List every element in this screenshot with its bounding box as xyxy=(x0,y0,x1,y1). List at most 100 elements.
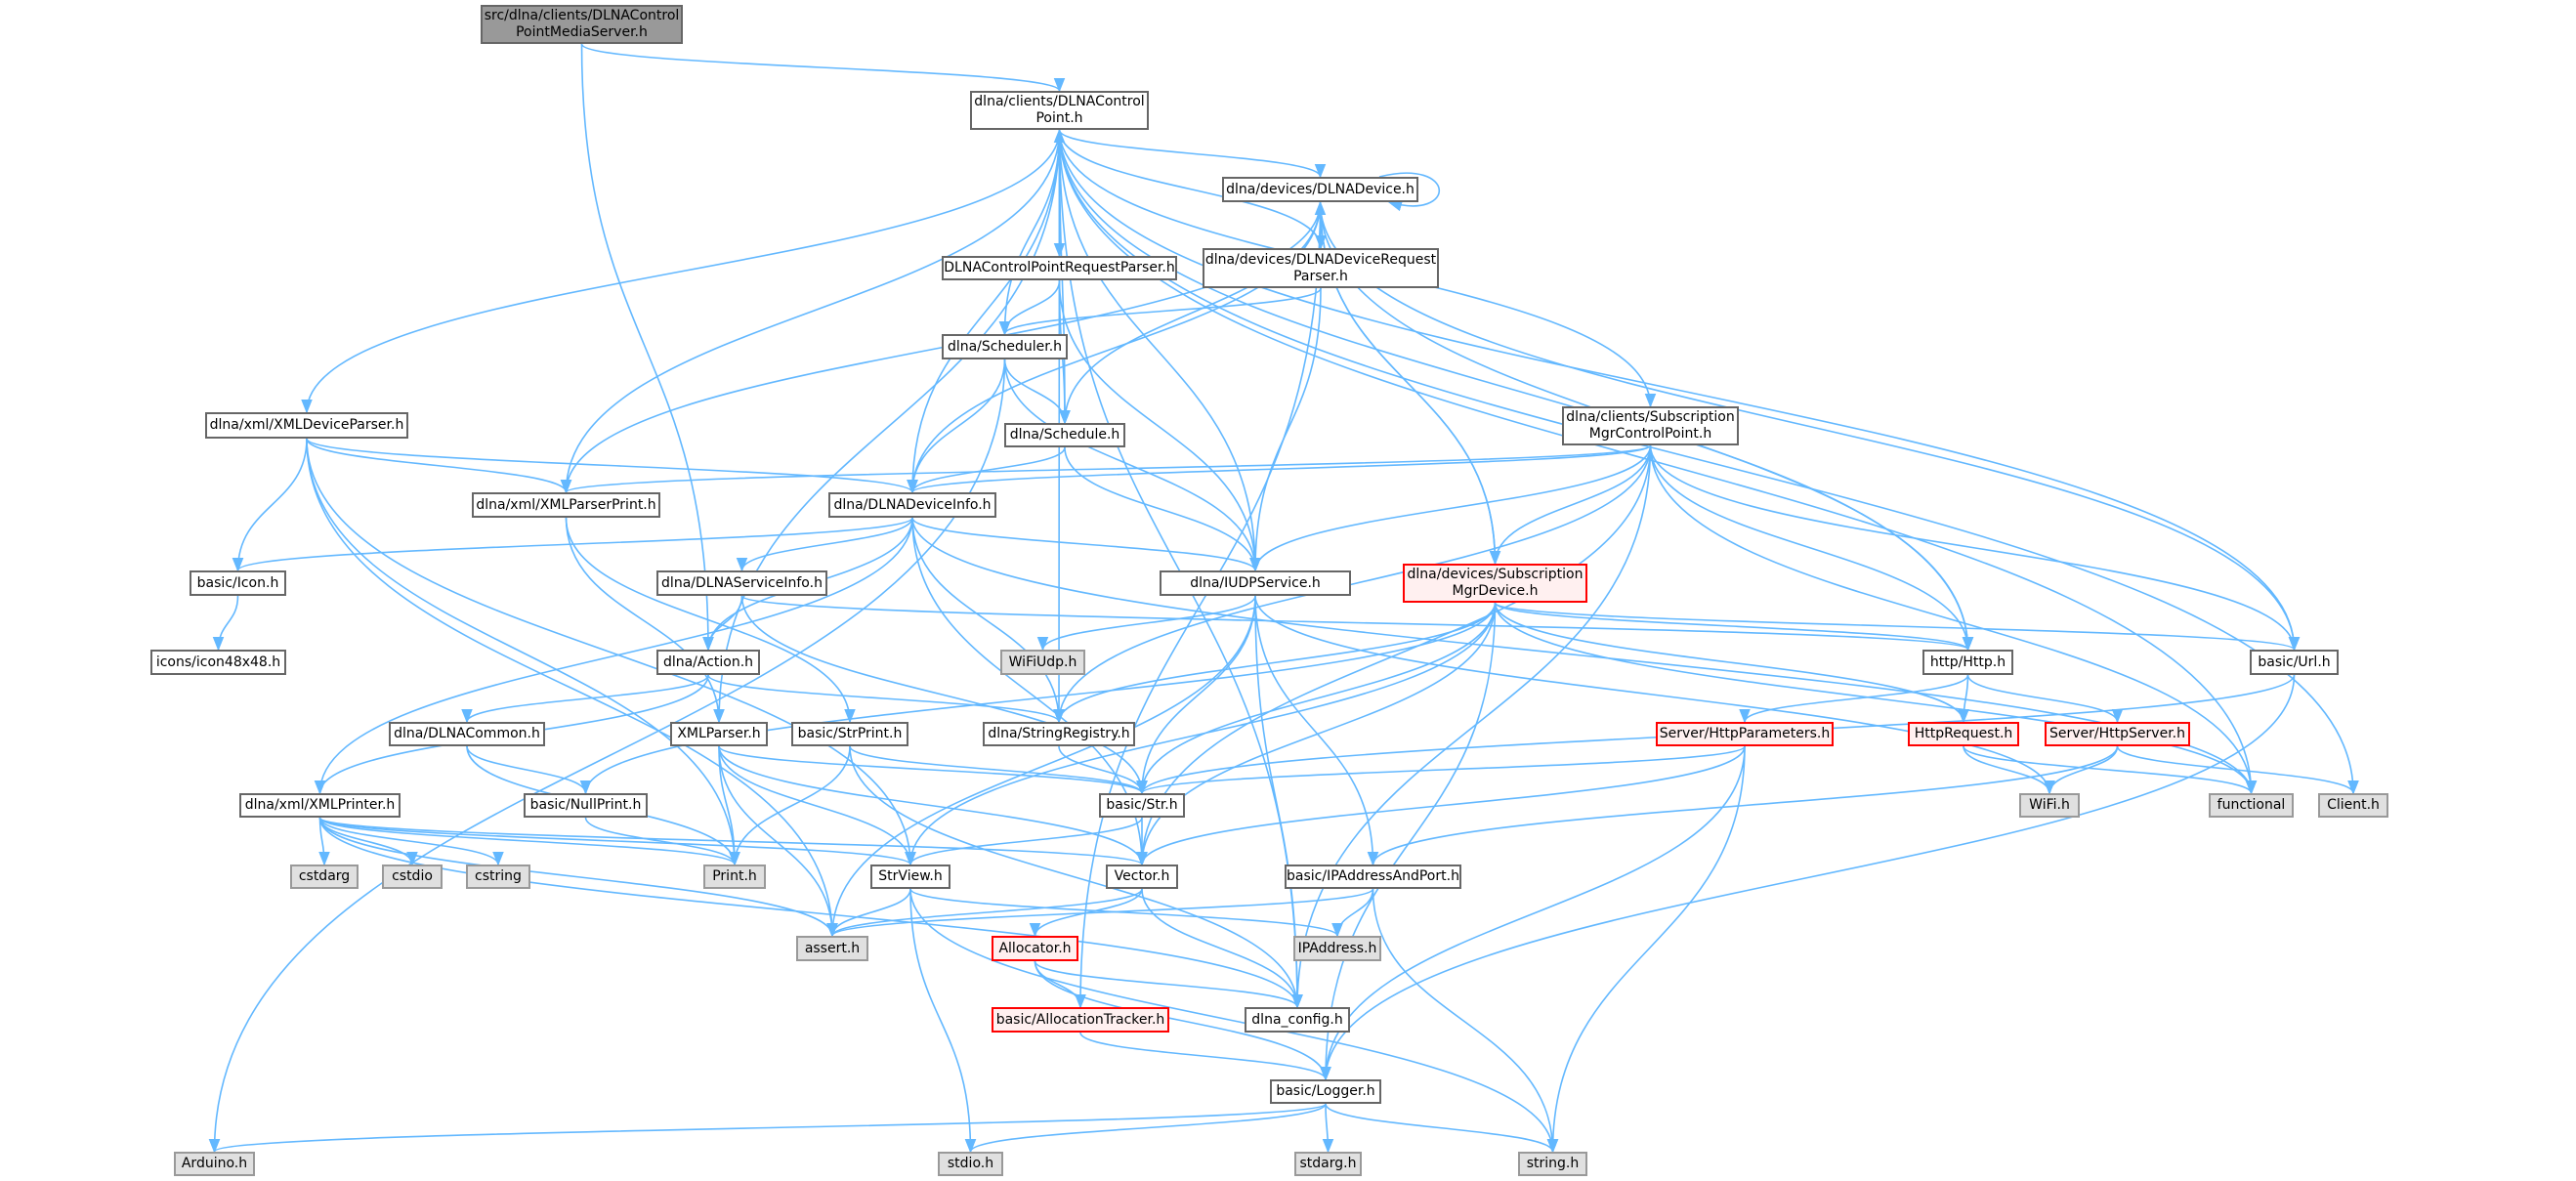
node-cstdio[interactable]: cstdio xyxy=(382,865,443,889)
node-cprp[interactable]: DLNAControlPointRequestParser.h xyxy=(942,256,1177,280)
edge-ipport-to-ipaddress xyxy=(1331,888,1374,938)
node-logger[interactable]: basic/Logger.h xyxy=(1270,1079,1381,1104)
node-assert[interactable]: assert.h xyxy=(796,936,868,961)
node-ipaddress[interactable]: IPAddress.h xyxy=(1293,936,1381,961)
node-drp[interactable]: dlna/devices/DLNADeviceRequest Parser.h xyxy=(1203,248,1439,288)
edge-cp-to-xpp xyxy=(560,129,1061,494)
edge-xmlprinter-to-print xyxy=(318,817,740,866)
edge-smd-to-nullprint xyxy=(579,602,1497,795)
edge-smd-to-str xyxy=(1136,602,1497,795)
edge-iudp-to-str xyxy=(1136,595,1256,795)
edge-url-to-logger xyxy=(1320,674,2296,1081)
node-dlnaconfig[interactable]: dlna_config.h xyxy=(1245,1007,1350,1033)
node-scheduler[interactable]: dlna/Scheduler.h xyxy=(942,334,1068,359)
edge-xmlprinter-to-assert xyxy=(318,817,838,938)
edge-vector-to-assert xyxy=(826,888,1143,938)
edge-cprp-to-iudp xyxy=(1058,279,1261,572)
edge-cp-to-dinfo xyxy=(907,129,1061,494)
node-alloctracker[interactable]: basic/AllocationTracker.h xyxy=(992,1007,1169,1033)
edge-scheduler-to-arduino xyxy=(208,359,1006,1154)
edge-drp-to-iudp xyxy=(1249,287,1322,572)
node-url[interactable]: basic/Url.h xyxy=(2250,650,2339,675)
node-iudp[interactable]: dlna/IUDPService.h xyxy=(1160,570,1351,596)
edge-dev-to-schedule xyxy=(1059,201,1322,425)
edge-logger-to-stdio xyxy=(964,1103,1327,1154)
edge-dcommon-to-nullprint xyxy=(466,745,592,795)
edge-smcp-to-dlnaconfig xyxy=(1291,444,1652,1009)
node-wifi[interactable]: WiFi.h xyxy=(2019,793,2080,818)
node-print[interactable]: Print.h xyxy=(703,865,766,889)
node-label: cstdarg xyxy=(298,868,351,884)
node-label: IPAddress.h xyxy=(1297,940,1377,956)
edge-xmlprinter-to-cstring xyxy=(318,817,504,866)
edge-xmlparser-to-str xyxy=(718,745,1148,795)
node-src[interactable]: src/dlna/clients/DLNAControl PointMediaS… xyxy=(481,5,683,44)
edge-iudp-to-wifiudp xyxy=(1036,595,1256,652)
node-str[interactable]: basic/Str.h xyxy=(1099,793,1185,818)
edge-iudp-to-wifi xyxy=(1254,595,2055,795)
node-label: basic/Url.h xyxy=(2258,654,2331,670)
node-client[interactable]: Client.h xyxy=(2318,793,2388,818)
node-action[interactable]: dlna/Action.h xyxy=(656,650,760,675)
node-httpserver[interactable]: Server/HttpServer.h xyxy=(2045,722,2190,746)
node-cstdarg[interactable]: cstdarg xyxy=(290,865,359,889)
node-strreg[interactable]: dlna/StringRegistry.h xyxy=(983,722,1135,746)
edge-cp-to-xdp xyxy=(301,129,1061,414)
node-cp[interactable]: dlna/clients/DLNAControl Point.h xyxy=(970,91,1149,130)
node-xdp[interactable]: dlna/xml/XMLDeviceParser.h xyxy=(205,412,408,439)
node-string[interactable]: string.h xyxy=(1518,1152,1587,1176)
node-dcommon[interactable]: dlna/DLNACommon.h xyxy=(389,722,545,746)
node-strprint[interactable]: basic/StrPrint.h xyxy=(791,722,908,746)
edge-smcp-to-functional xyxy=(1649,444,2258,795)
node-strview[interactable]: StrView.h xyxy=(870,865,950,889)
node-label: basic/Str.h xyxy=(1106,797,1178,813)
node-label: src/dlna/clients/DLNAControl PointMediaS… xyxy=(484,8,680,40)
node-httpparams[interactable]: Server/HttpParameters.h xyxy=(1656,722,1834,746)
node-label: Server/HttpServer.h xyxy=(2049,726,2185,741)
node-xpp[interactable]: dlna/xml/XMLParserPrint.h xyxy=(472,492,660,518)
node-label: dlna/IUDPService.h xyxy=(1190,574,1321,591)
node-dsi[interactable]: dlna/DLNAServiceInfo.h xyxy=(656,570,827,596)
edge-iudp-to-dlnaconfig xyxy=(1254,595,1303,1009)
edge-httpparams-to-string xyxy=(1546,745,1746,1154)
node-xmlparser[interactable]: XMLParser.h xyxy=(670,722,768,746)
node-stdarg[interactable]: stdarg.h xyxy=(1294,1152,1362,1176)
edge-cp-to-scheduler xyxy=(998,129,1061,336)
edge-smcp-to-url xyxy=(1649,444,2301,652)
node-icon[interactable]: basic/Icon.h xyxy=(190,570,286,596)
node-allocator[interactable]: Allocator.h xyxy=(992,936,1078,961)
node-label: WiFi.h xyxy=(2029,797,2070,813)
node-ipport[interactable]: basic/IPAddressAndPort.h xyxy=(1285,865,1461,889)
node-dinfo[interactable]: dlna/DLNADeviceInfo.h xyxy=(828,492,996,518)
node-dev[interactable]: dlna/devices/DLNADevice.h xyxy=(1222,177,1418,202)
node-smcp[interactable]: dlna/clients/Subscription MgrControlPoin… xyxy=(1562,406,1739,445)
node-vector[interactable]: Vector.h xyxy=(1106,865,1178,889)
node-icon48[interactable]: icons/icon48x48.h xyxy=(150,650,286,675)
node-nullprint[interactable]: basic/NullPrint.h xyxy=(524,793,648,818)
node-label: basic/IPAddressAndPort.h xyxy=(1287,868,1459,884)
node-stdio[interactable]: stdio.h xyxy=(938,1152,1003,1176)
edge-action-to-dcommon xyxy=(461,674,709,724)
node-httprequest[interactable]: HttpRequest.h xyxy=(1908,722,2019,746)
node-label: basic/NullPrint.h xyxy=(529,797,642,813)
node-functional[interactable]: functional xyxy=(2209,793,2294,818)
node-smd[interactable]: dlna/devices/Subscription MgrDevice.h xyxy=(1403,564,1587,603)
node-label: dlna/Schedule.h xyxy=(1009,427,1120,443)
edge-xdp-to-assert xyxy=(306,438,838,938)
edge-strview-to-ipaddress xyxy=(909,888,1343,938)
node-label: HttpRequest.h xyxy=(1914,726,2013,741)
node-http[interactable]: http/Http.h xyxy=(1922,650,2013,675)
node-schedule[interactable]: dlna/Schedule.h xyxy=(1004,423,1125,447)
node-arduino[interactable]: Arduino.h xyxy=(174,1152,255,1176)
edge-smd-to-httprequest xyxy=(1494,602,1969,724)
node-cstring[interactable]: cstring xyxy=(466,865,530,889)
edge-smd-to-logger xyxy=(1320,602,1497,1081)
node-label: dlna/StringRegistry.h xyxy=(988,726,1130,741)
edge-iudp-to-assert xyxy=(826,595,1256,938)
edge-xdp-to-strview xyxy=(306,438,916,866)
node-wifiudp[interactable]: WiFiUdp.h xyxy=(1000,650,1085,675)
node-label: basic/Logger.h xyxy=(1276,1083,1375,1099)
edge-httpparams-to-vector xyxy=(1136,745,1746,866)
node-xmlprinter[interactable]: dlna/xml/XMLPrinter.h xyxy=(239,793,401,818)
